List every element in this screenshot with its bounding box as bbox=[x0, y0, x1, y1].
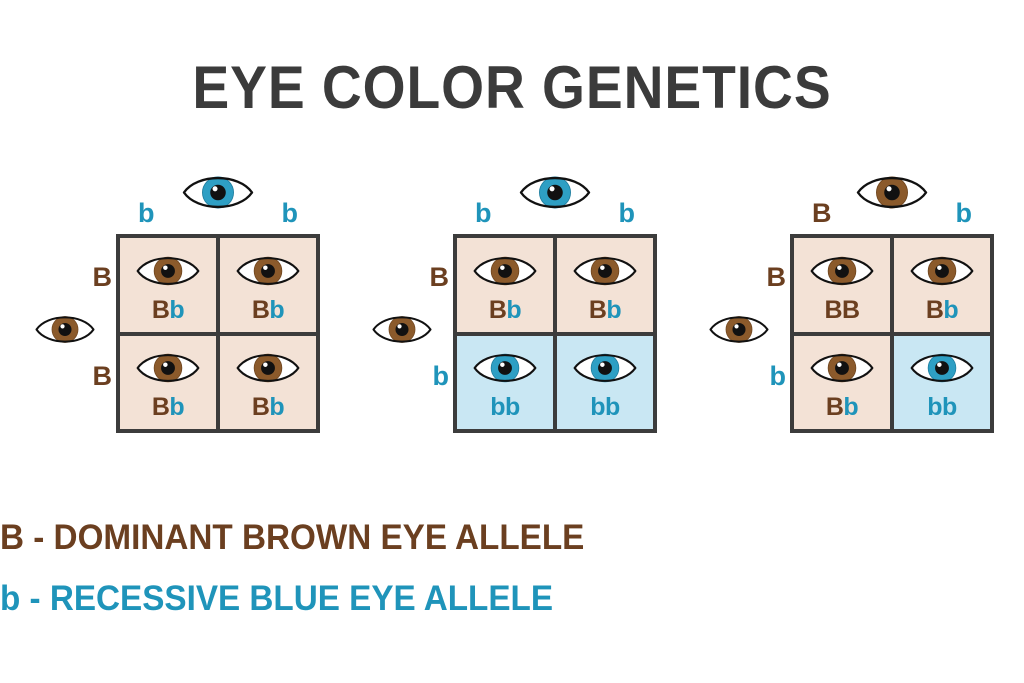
punnett-square-3-left-allele-top: B bbox=[766, 262, 787, 292]
punnett-square-1-grid: Bb Bb bbox=[116, 234, 320, 433]
punnett-square-2-cell-1: Bb bbox=[457, 238, 553, 332]
punnett-square-3-left-parent-brown-eye bbox=[708, 310, 770, 348]
punnett-square-2-top-allele-left: b bbox=[475, 198, 492, 228]
legend-item-recessive-blue: b - RECESSIVE BLUE EYE ALLELE bbox=[0, 579, 554, 618]
punnett-square-2-left-parent-brown-eye bbox=[371, 310, 433, 348]
punnett-square-3-cell-4-genotype: bb bbox=[927, 393, 957, 422]
punnett-square-3-top-allele-right: b bbox=[955, 198, 973, 228]
punnett-square-2-top-allele-right: b bbox=[618, 198, 636, 228]
punnett-square-3-cell-4: bb bbox=[894, 335, 990, 429]
punnett-square-1-top-parent-blue-eye bbox=[181, 170, 255, 215]
punnett-square-3-grid: BB Bb bbox=[790, 234, 994, 433]
punnett-square-2-grid: Bb Bb bbox=[453, 234, 657, 433]
punnett-square-3-cell-2: Bb bbox=[894, 238, 990, 332]
punnett-square-1-cell-3-brown-eye bbox=[135, 348, 201, 388]
punnett-square-3-cell-1-brown-eye bbox=[809, 251, 875, 291]
punnett-square-1-top-allele-right: b bbox=[281, 198, 299, 228]
punnett-square-1-cell-1: Bb bbox=[120, 238, 216, 332]
punnett-square-2-left-allele-bottom: b bbox=[432, 361, 450, 391]
punnett-square-2-cell-2-brown-eye bbox=[572, 251, 638, 291]
punnett-square-2-top-parent-blue-eye bbox=[518, 170, 592, 215]
punnett-square-2-cell-3-blue-eye bbox=[472, 348, 538, 388]
punnett-square-2-cell-3: bb bbox=[457, 335, 553, 429]
punnett-square-1-top-allele-left: b bbox=[138, 198, 155, 228]
punnett-square-2-cell-1-brown-eye bbox=[472, 251, 538, 291]
punnett-square-2-cell-2-genotype: Bb bbox=[588, 295, 622, 324]
punnett-square-1-cell-3-genotype: Bb bbox=[151, 393, 185, 422]
punnett-square-3-cell-3: Bb bbox=[794, 335, 890, 429]
punnett-square-1-cell-1-brown-eye bbox=[135, 251, 201, 291]
punnett-square-1-left-allele-bottom: B bbox=[92, 361, 113, 391]
punnett-square-1-cell-2-genotype: Bb bbox=[251, 295, 285, 324]
punnett-square-3-cell-1: BB bbox=[794, 238, 890, 332]
punnett-square-3-top-allele-left: B bbox=[812, 198, 832, 228]
punnett-square-2-cell-4-genotype: bb bbox=[590, 393, 620, 422]
punnett-square-3-cell-4-blue-eye bbox=[909, 348, 975, 388]
punnett-square-1-cell-4: Bb bbox=[220, 335, 316, 429]
punnett-square-1-cell-4-genotype: Bb bbox=[251, 393, 285, 422]
legend-item-dominant-brown: B - DOMINANT BROWN EYE ALLELE bbox=[0, 518, 585, 557]
page-title: EYE COLOR GENETICS bbox=[192, 54, 832, 121]
punnett-square-2-cell-1-genotype: Bb bbox=[488, 295, 522, 324]
punnett-square-3-cell-3-genotype: Bb bbox=[825, 393, 859, 422]
punnett-square-2-cell-4-blue-eye bbox=[572, 348, 638, 388]
punnett-square-1-cell-3: Bb bbox=[120, 335, 216, 429]
punnett-square-1-left-allele-top: B bbox=[92, 262, 113, 292]
punnett-square-2-cell-3-genotype: bb bbox=[490, 393, 520, 422]
punnett-square-2-cell-4: bb bbox=[557, 335, 653, 429]
punnett-square-3-left-allele-bottom: b bbox=[769, 361, 787, 391]
punnett-square-3-cell-3-brown-eye bbox=[809, 348, 875, 388]
punnett-square-2-left-allele-top: B bbox=[429, 262, 450, 292]
punnett-square-3-top-parent-brown-eye bbox=[855, 170, 929, 215]
punnett-square-1-cell-2: Bb bbox=[220, 238, 316, 332]
punnett-square-1-cell-4-brown-eye bbox=[235, 348, 301, 388]
punnett-square-1-cell-2-brown-eye bbox=[235, 251, 301, 291]
punnett-square-1-cell-1-genotype: Bb bbox=[151, 295, 185, 324]
punnett-square-3-cell-2-brown-eye bbox=[909, 251, 975, 291]
punnett-square-3-cell-2-genotype: Bb bbox=[925, 295, 959, 324]
punnett-square-1-left-parent-brown-eye bbox=[34, 310, 96, 348]
punnett-square-3-cell-1-genotype: BB bbox=[824, 295, 860, 324]
punnett-square-2-cell-2: Bb bbox=[557, 238, 653, 332]
